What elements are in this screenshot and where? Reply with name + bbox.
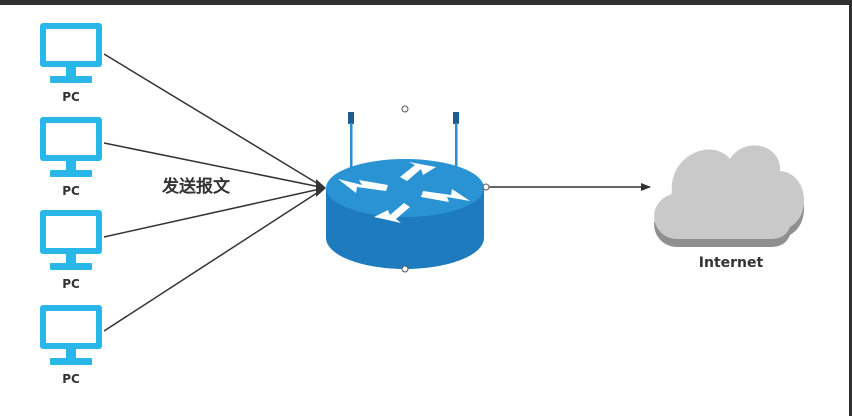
pc-label: PC (62, 90, 80, 104)
network-diagram: PC PC PC PC 发送报文 (40, 23, 805, 386)
router-node[interactable] (326, 105, 490, 273)
monitor-icon (40, 305, 102, 365)
cloud-icon (654, 145, 805, 247)
pc-node-4[interactable]: PC (40, 305, 102, 386)
pc-label: PC (62, 277, 80, 291)
monitor-icon (40, 210, 102, 270)
internet-label: Internet (699, 255, 764, 271)
route-arrows-icon (338, 162, 470, 223)
monitor-icon (40, 117, 102, 177)
diagram-canvas: PC PC PC PC 发送报文 (0, 5, 849, 416)
pc-label: PC (62, 184, 80, 198)
pc-node-1[interactable]: PC (40, 23, 102, 104)
pc-node-3[interactable]: PC (40, 210, 102, 291)
router-top (326, 159, 484, 217)
send-message-label: 发送报文 (161, 176, 231, 197)
internet-cloud[interactable]: Internet (654, 145, 805, 271)
selection-handle[interactable] (401, 105, 409, 113)
pc-node-2[interactable]: PC (40, 117, 102, 198)
link-pc3-router (103, 188, 321, 238)
converge-arrow-icon (316, 179, 326, 197)
link-pc1-router (103, 53, 321, 186)
monitor-icon (40, 23, 102, 83)
link-pc4-router (103, 190, 321, 332)
antenna-icon (453, 112, 459, 171)
selection-handle[interactable] (482, 183, 490, 191)
antenna-icon (348, 112, 354, 171)
pc-label: PC (62, 372, 80, 386)
link-pc2-router (103, 142, 321, 188)
selection-handle[interactable] (401, 265, 409, 273)
